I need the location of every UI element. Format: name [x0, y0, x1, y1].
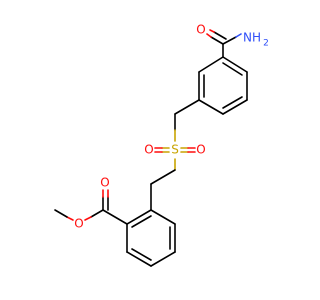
bond-to-nitrogen — [235, 33, 242, 38]
bond — [222, 99, 248, 115]
bond-double-inner — [222, 62, 243, 76]
bond — [222, 36, 237, 45]
molecule-structure: O NH 2 O S O — [54, 23, 269, 267]
amide-oxygen-label: O — [196, 23, 205, 37]
bond — [54, 209, 68, 218]
bond — [222, 56, 248, 73]
methyl-ester-group: O O — [54, 176, 128, 231]
sulfur-label: S — [171, 143, 179, 157]
bond-double-inner — [131, 248, 152, 261]
bond — [210, 36, 224, 45]
lower-benzene-ring — [126, 209, 176, 267]
bond — [126, 251, 152, 267]
bond-to-oxygen — [66, 216, 74, 221]
bond — [213, 31, 227, 40]
sulfonyl-group: O S O — [144, 143, 205, 157]
methylene-linker — [174, 99, 200, 142]
ester-carbonyl-oxygen-label: O — [100, 176, 109, 190]
bond — [198, 56, 224, 73]
bond — [150, 251, 176, 267]
bond — [102, 209, 128, 225]
bond-to-oxygen — [209, 29, 215, 33]
amide-nitrogen-label: NH — [243, 31, 261, 45]
bond — [150, 169, 176, 185]
sulfonyl-oxygen-left-label: O — [144, 143, 153, 157]
bond-to-oxygen — [84, 216, 92, 221]
bond-double-inner — [131, 215, 152, 228]
upper-benzene-ring — [198, 56, 248, 115]
ethylene-linker — [150, 158, 176, 211]
amide-group: O NH 2 — [196, 23, 269, 58]
sulfonyl-oxygen-right-label: O — [196, 143, 205, 157]
bond — [150, 209, 176, 225]
bond — [174, 99, 200, 115]
bond-to-oxygen — [206, 33, 212, 38]
bond — [198, 99, 224, 115]
amide-nitrogen-h-count: 2 — [263, 39, 269, 49]
bond — [126, 209, 152, 225]
molecule-canvas: O NH 2 O S O — [54, 23, 269, 267]
bond-double-inner — [222, 96, 243, 109]
bond — [90, 209, 104, 218]
ester-oxygen-label: O — [74, 217, 83, 231]
